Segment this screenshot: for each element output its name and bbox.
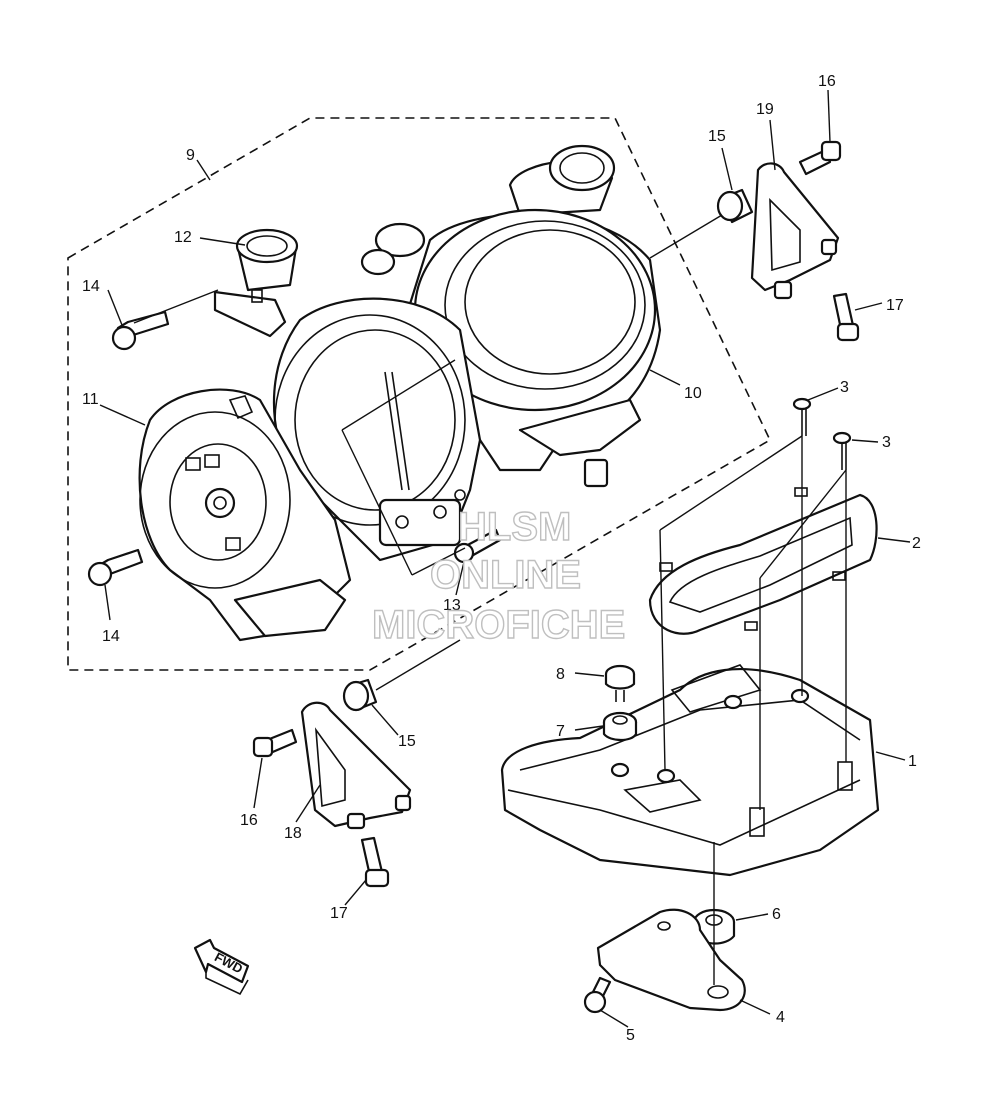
watermark: HLSM ONLINE MICROFICHE [371, 504, 626, 647]
bolt-17-upper[interactable] [832, 292, 860, 342]
callout-16: 16 [240, 812, 258, 829]
callout-5: 5 [626, 1027, 635, 1044]
lower-case[interactable] [500, 664, 880, 877]
callout-19: 19 [756, 101, 774, 118]
callout-10: 10 [684, 385, 702, 402]
bolt-16-lower[interactable] [252, 728, 298, 758]
callout-17: 17 [886, 297, 904, 314]
callout-3: 3 [840, 379, 849, 396]
callout-18: 18 [284, 825, 302, 842]
bulb-socket[interactable] [213, 228, 299, 338]
leader-lines [99, 89, 911, 1028]
callout-4: 4 [776, 1009, 785, 1026]
collar-7[interactable] [602, 711, 638, 742]
bracket-19[interactable] [750, 162, 840, 300]
callout-12: 12 [174, 229, 192, 246]
bolt-16-upper[interactable] [798, 140, 842, 176]
callout-labels: 1 2 3 3 4 5 6 7 8 9 10 11 12 13 14 14 15… [82, 73, 921, 1044]
callout-15: 15 [398, 733, 416, 750]
plate-bracket-4[interactable] [596, 908, 746, 1012]
screw-3-right[interactable] [832, 431, 852, 470]
callout-14: 14 [102, 628, 120, 645]
watermark-line-3: MICROFICHE [372, 603, 625, 647]
callout-7: 7 [556, 723, 565, 740]
bolt-17-lower[interactable] [360, 836, 390, 888]
screw-14-lower[interactable] [87, 548, 144, 587]
callout-16: 16 [818, 73, 836, 90]
grommet-15-upper[interactable] [716, 188, 754, 224]
callout-14: 14 [82, 278, 100, 295]
screw-14-upper[interactable] [111, 310, 170, 351]
screw-3-left[interactable] [792, 397, 812, 436]
callout-2: 2 [912, 535, 921, 552]
bolt-8[interactable] [604, 664, 636, 702]
callout-13: 13 [443, 597, 461, 614]
meter-body[interactable] [272, 222, 482, 562]
callout-15: 15 [708, 128, 726, 145]
callout-3: 3 [882, 434, 891, 451]
case-cover[interactable] [648, 487, 878, 635]
callout-6: 6 [772, 906, 781, 923]
callout-8: 8 [556, 666, 565, 683]
watermark-line-1: HLSM [458, 505, 571, 549]
callout-17: 17 [330, 905, 348, 922]
callout-1: 1 [908, 753, 917, 770]
callout-9: 9 [186, 147, 195, 164]
meter-rear-cover[interactable] [138, 388, 352, 642]
screw-5[interactable] [583, 976, 612, 1014]
callout-11: 11 [82, 391, 99, 408]
grommet-15-lower[interactable] [342, 678, 378, 712]
bracket-18[interactable] [300, 701, 412, 830]
fwd-arrow-icon: FWD [193, 938, 250, 996]
watermark-line-2: ONLINE [430, 553, 581, 597]
